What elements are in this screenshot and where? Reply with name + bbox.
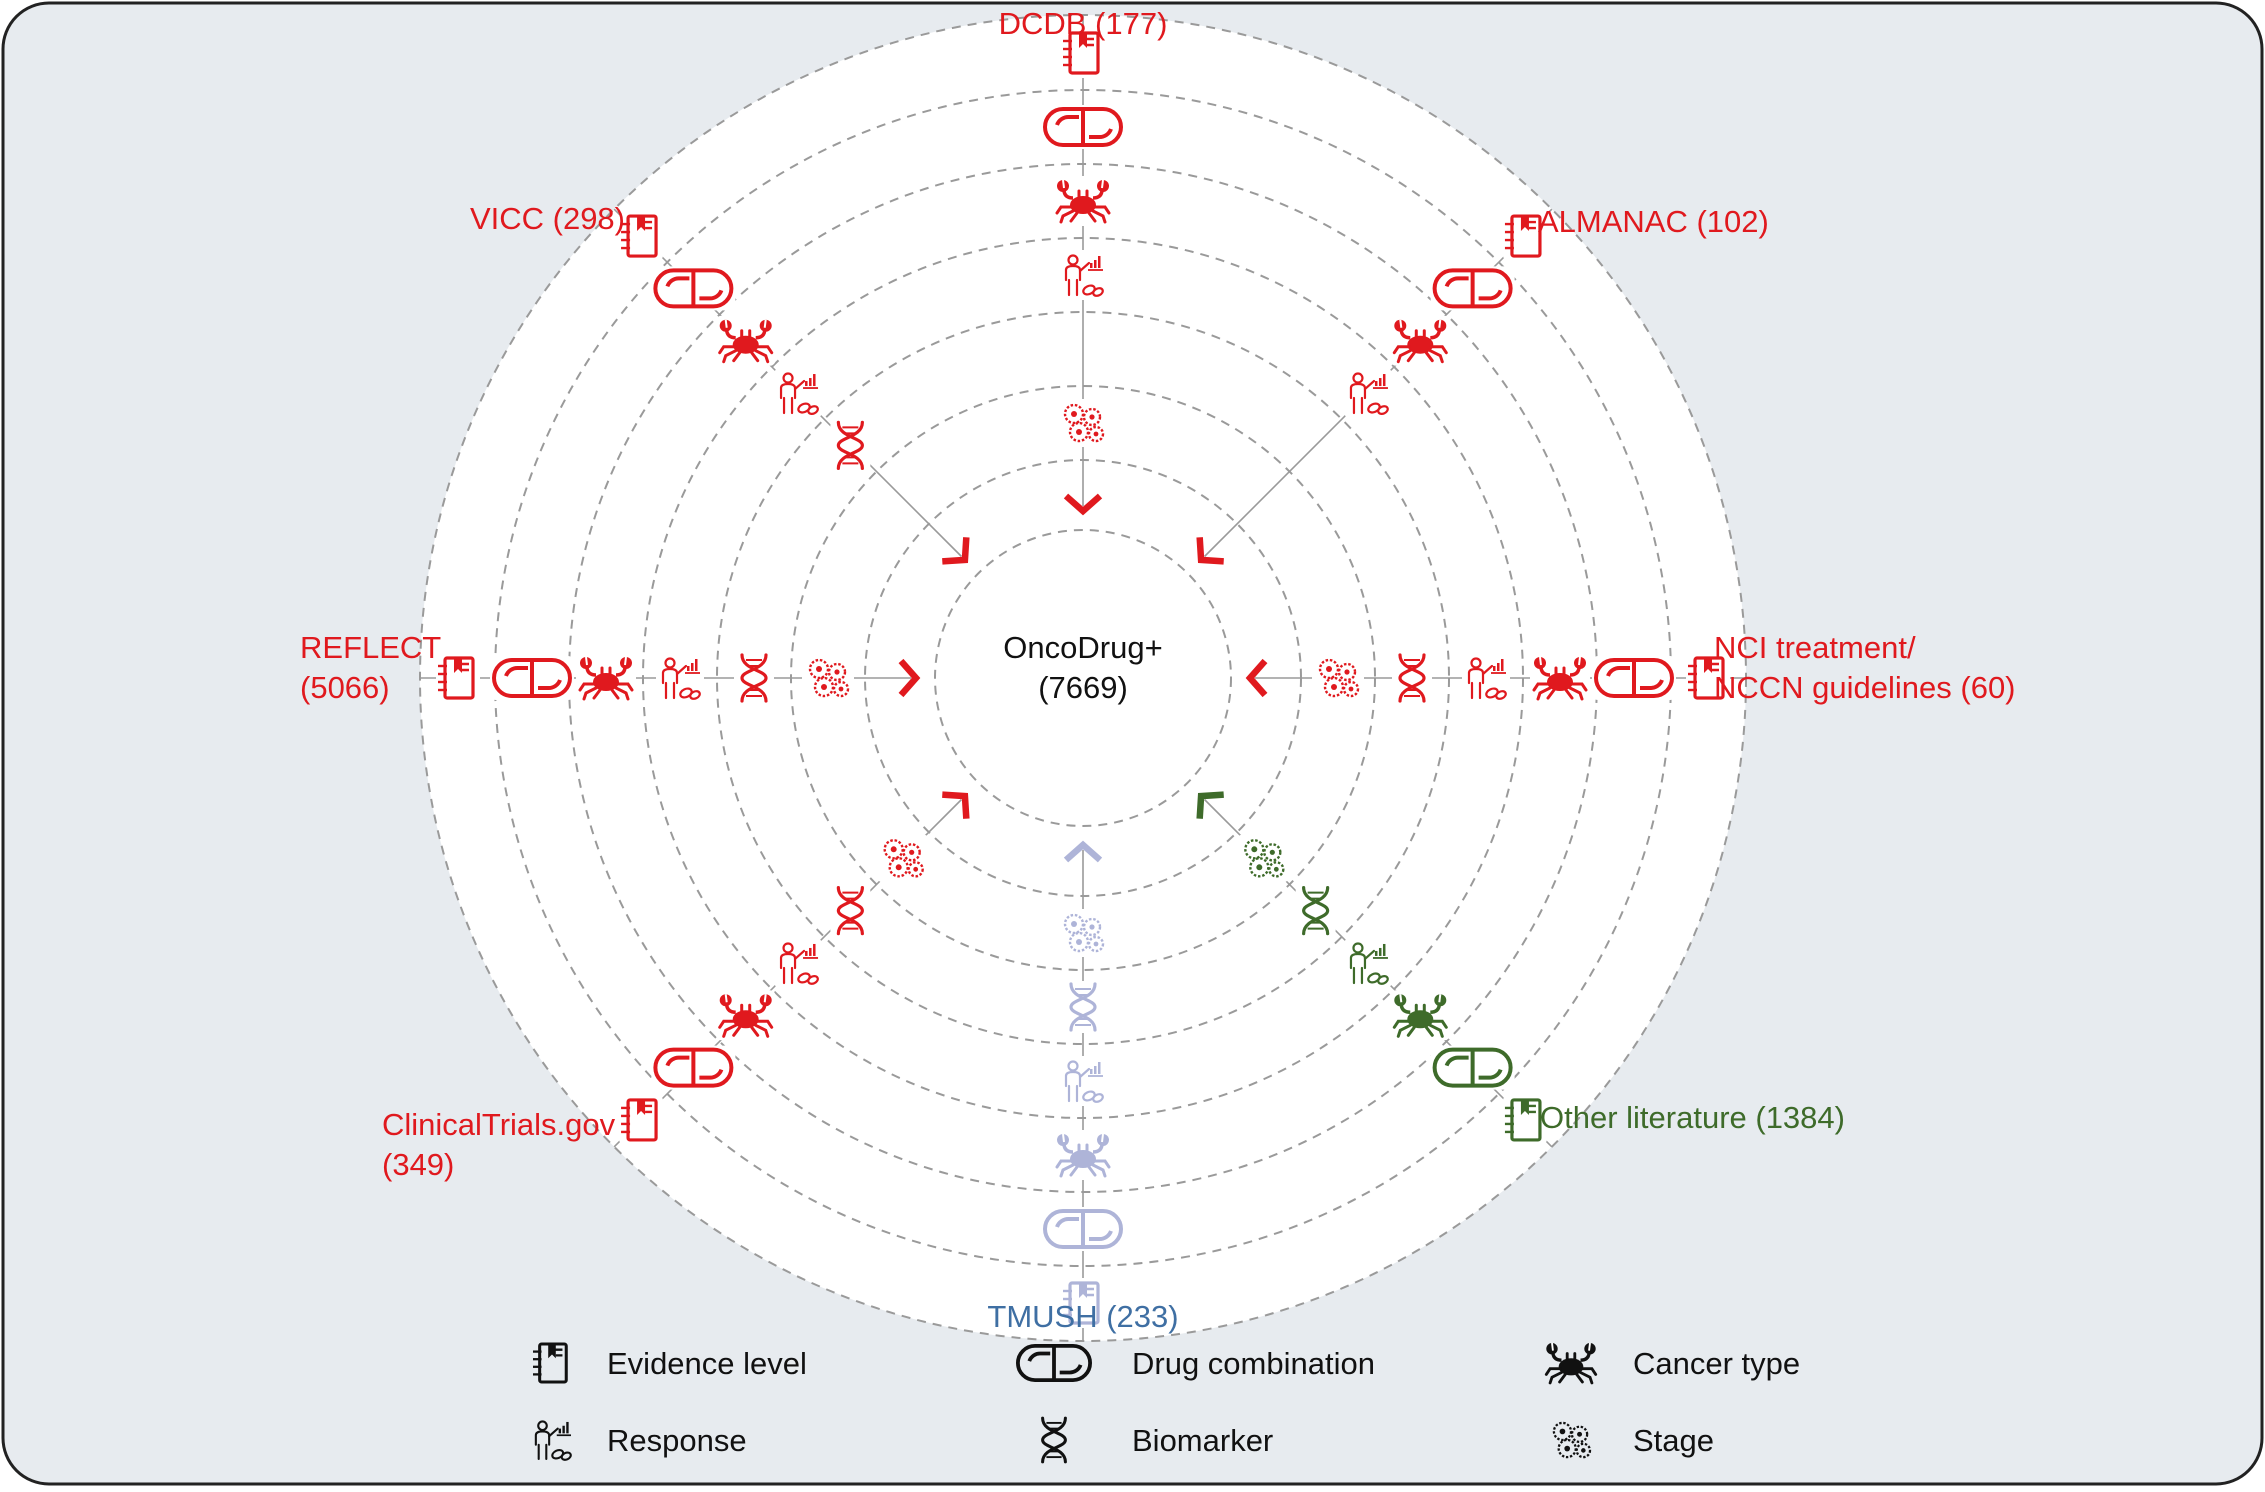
- arrow-vicc: [942, 537, 970, 565]
- legend-label-response: Response: [607, 1423, 747, 1458]
- icon-backing: [1392, 652, 1432, 704]
- center-title: OncoDrug+: [1003, 630, 1162, 665]
- source-label-almanac: ALMANAC (102): [1538, 204, 1769, 239]
- center-arrows: [898, 493, 1268, 863]
- ring-8: [934, 529, 1232, 827]
- arrow-clinicaltrials: [942, 791, 970, 819]
- legend-label-cancer: Cancer type: [1633, 1346, 1800, 1381]
- arrow-reflect: [898, 658, 921, 698]
- arrow-tmush: [1063, 840, 1103, 863]
- legend-label-evidence: Evidence level: [607, 1346, 807, 1381]
- icon-backing: [1295, 884, 1336, 937]
- icon-backing: [830, 884, 871, 937]
- source-labels: DCDB (177) ALMANAC (102) NCI treatment/NCC…: [300, 6, 2016, 1334]
- arrow-other: [1196, 791, 1224, 819]
- legend: Evidence level Drug combination Cancer typ…: [531, 1341, 1800, 1464]
- icon-backing: [734, 652, 774, 704]
- center-node: OncoDrug+ (7669): [1003, 630, 1162, 705]
- arrow-almanac: [1196, 537, 1224, 565]
- source-label-nci: NCI treatment/NCCN guidelines (60): [1714, 630, 2016, 705]
- arrow-dcdb: [1063, 493, 1103, 516]
- source-label-reflect: REFLECT(5066): [300, 630, 441, 705]
- source-label-clinicaltrials: ClinicalTrials.gov(349): [382, 1107, 616, 1182]
- source-label-tmush: TMUSH (233): [987, 1299, 1178, 1334]
- source-label-vicc: VICC (298): [470, 201, 625, 236]
- legend-label-stage: Stage: [1633, 1423, 1714, 1458]
- legend-label-biomarker: Biomarker: [1132, 1423, 1273, 1458]
- icon-backing: [830, 419, 871, 472]
- center-count: (7669): [1038, 670, 1128, 705]
- arrow-nci: [1245, 658, 1268, 698]
- source-label-other: Other literature (1384): [1540, 1100, 1845, 1135]
- legend-label-drug: Drug combination: [1132, 1346, 1375, 1381]
- source-icons: [436, 28, 1730, 1328]
- icon-backing: [1063, 981, 1103, 1033]
- source-label-dcdb: DCDB (177): [999, 6, 1168, 41]
